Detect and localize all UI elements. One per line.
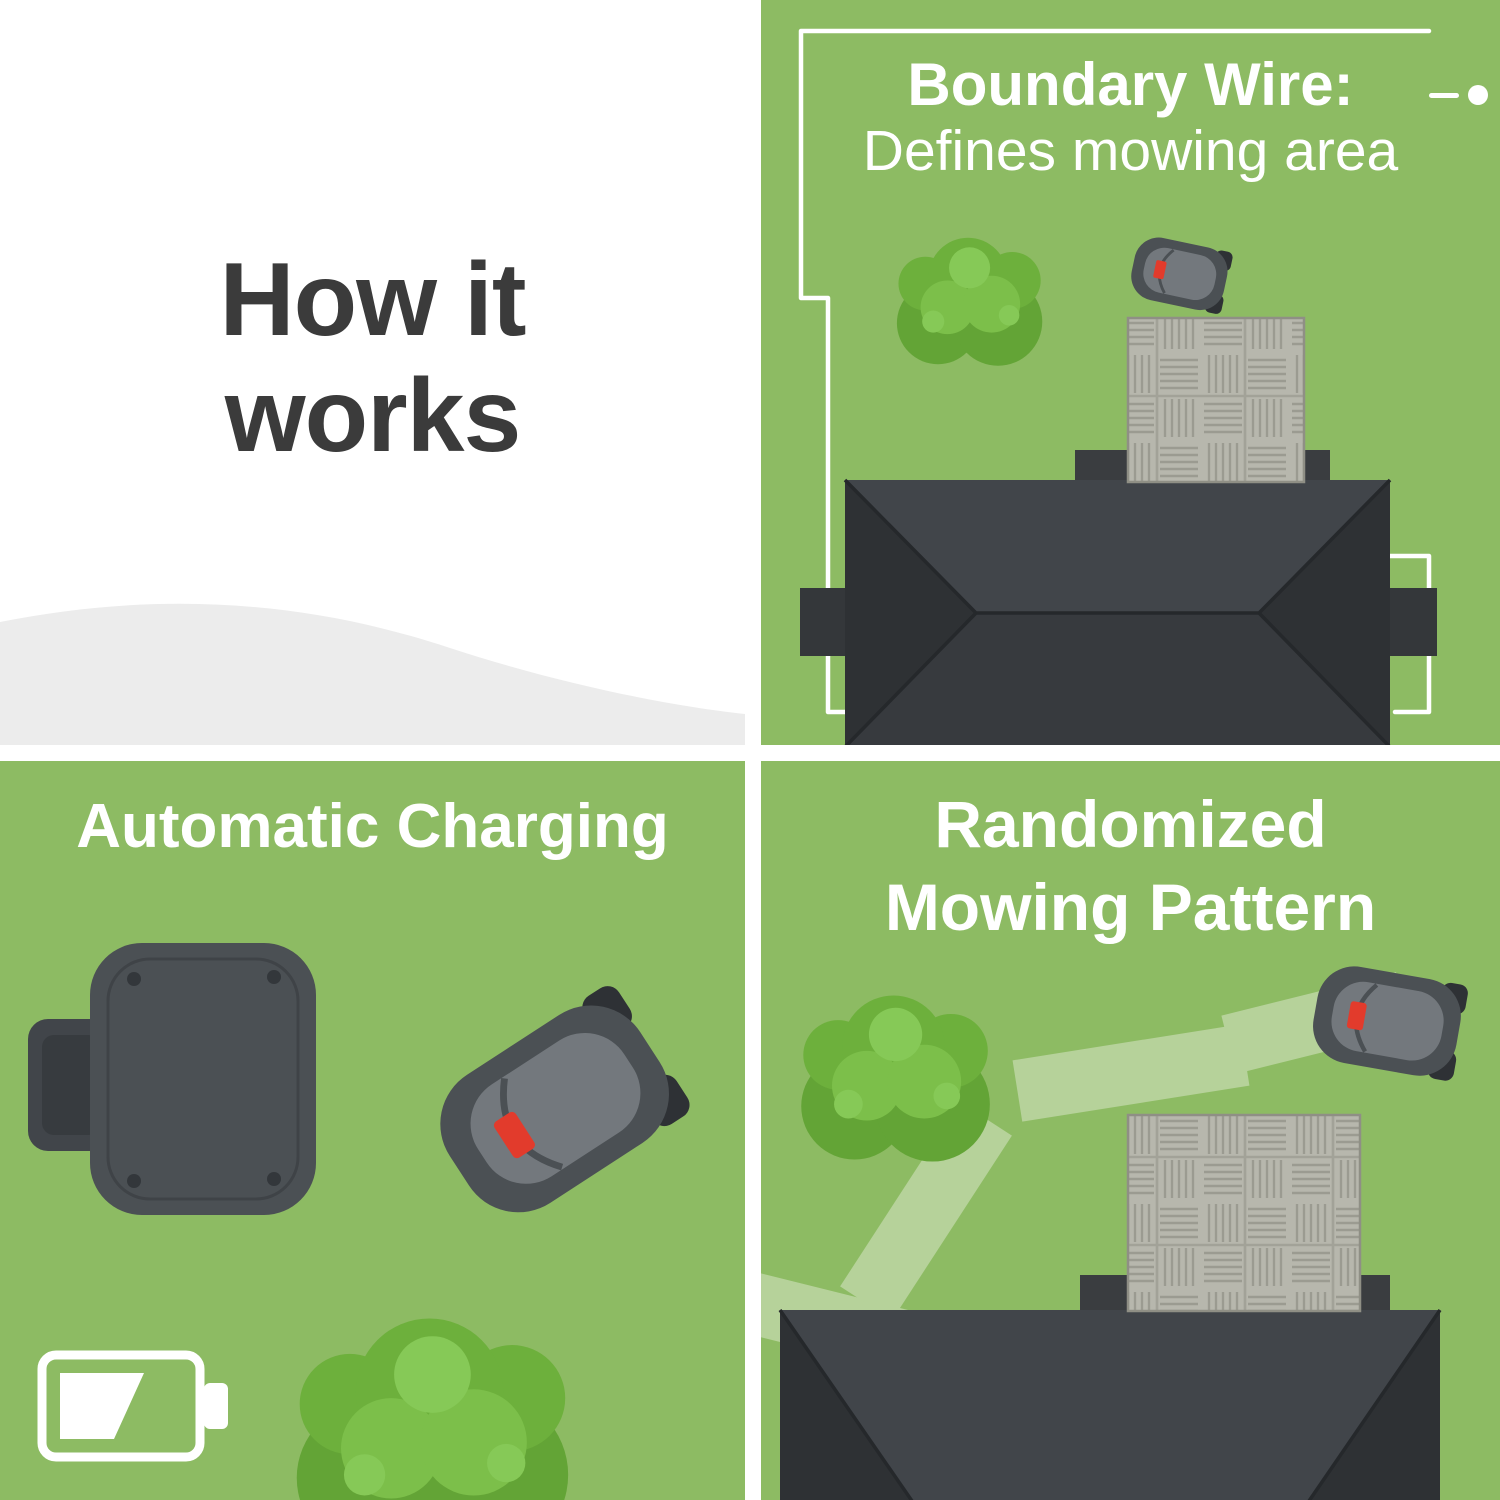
charging-station	[28, 943, 316, 1215]
robot-mower-icon	[1125, 232, 1235, 316]
charging-graphics	[28, 943, 745, 1500]
boundary-heading: Boundary Wire: Defines mowing area	[761, 50, 1500, 185]
title-panel-graphics	[0, 603, 745, 745]
pattern-graphics	[761, 761, 1500, 1500]
robot-mower-icon	[1307, 960, 1469, 1082]
title-line-1: How it	[219, 242, 527, 358]
robot-mower-icon	[418, 981, 695, 1235]
patio-tiles	[1126, 316, 1306, 484]
wire-end-dot-icon	[1468, 85, 1488, 105]
bush-icon	[801, 995, 990, 1162]
battery-charging-icon	[37, 1350, 228, 1462]
patio-tiles	[1126, 1113, 1362, 1313]
pattern-heading-line-2: Mowing Pattern	[884, 869, 1377, 944]
pattern-heading: Randomized Mowing Pattern	[761, 783, 1500, 948]
panel-randomized-pattern: Randomized Mowing Pattern	[761, 761, 1500, 1500]
wire-dash-icon	[1429, 92, 1459, 98]
title-line-2: works	[224, 358, 522, 475]
bush-icon	[296, 1318, 569, 1500]
house-roof	[800, 450, 1437, 745]
boundary-heading-main: Boundary Wire:	[907, 51, 1354, 118]
charging-heading: Automatic Charging	[0, 791, 745, 862]
bush-icon	[896, 237, 1043, 366]
pattern-heading-line-1: Randomized	[934, 787, 1327, 861]
wire-legend	[1429, 85, 1488, 105]
page-title: How it works	[0, 242, 745, 475]
yard-overview-graphics	[798, 28, 1437, 745]
boundary-heading-sub: Defines mowing area	[862, 119, 1399, 183]
charging-heading-text: Automatic Charging	[76, 792, 669, 861]
panel-automatic-charging: Automatic Charging	[0, 761, 745, 1500]
panel-boundary-wire: Boundary Wire: Defines mowing area	[761, 0, 1500, 745]
panel-how-it-works: How it works	[0, 0, 745, 745]
hill-shape	[0, 603, 745, 745]
